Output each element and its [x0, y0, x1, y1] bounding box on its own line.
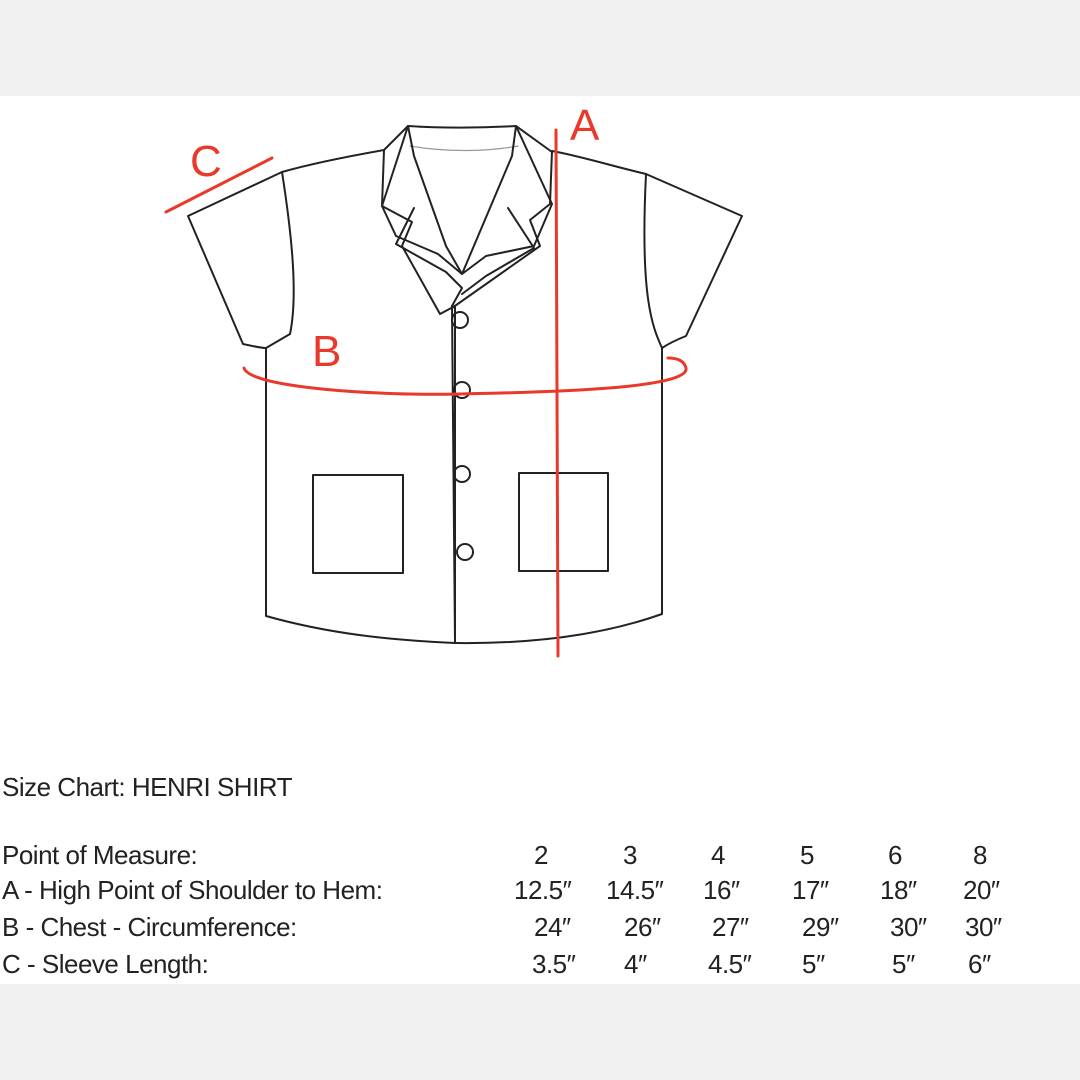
header-label: Point of Measure: [2, 840, 198, 870]
size-header: 4 [711, 840, 725, 870]
button [453, 465, 471, 483]
measure-value: 17″ [792, 875, 829, 905]
row-label: B - Chest - Circumference: [2, 912, 297, 942]
measure-value: 26″ [624, 912, 661, 942]
size-chart-title: Size Chart: HENRI SHIRT [2, 772, 292, 802]
measure-value: 20″ [963, 875, 1000, 905]
collar-band [383, 125, 553, 153]
label-a: A [570, 101, 600, 150]
label-c: C [190, 137, 222, 186]
measure-value: 5″ [802, 949, 825, 979]
measure-line-b [242, 356, 688, 396]
left-lapel [395, 207, 463, 307]
label-b: B [312, 327, 341, 376]
size-header: 6 [888, 840, 902, 870]
size-header: 5 [800, 840, 814, 870]
measure-line-a [554, 128, 560, 658]
size-chart-panel: A B C Size Chart: HENRI SHIRT Point of M… [0, 96, 1080, 984]
measure-value: 29″ [802, 912, 839, 942]
measure-value: 27″ [712, 912, 749, 942]
measure-value: 30″ [890, 912, 927, 942]
measure-value: 18″ [880, 875, 917, 905]
row-label: A - High Point of Shoulder to Hem: [2, 875, 383, 905]
size-header: 3 [623, 840, 637, 870]
measure-value: 16″ [703, 875, 740, 905]
measure-value: 4″ [624, 949, 647, 979]
measure-value: 4.5″ [708, 949, 752, 979]
measure-value: 12.5″ [514, 875, 572, 905]
shirt-diagram: A B C [164, 101, 743, 658]
left-collar [381, 125, 463, 275]
measure-value: 3.5″ [532, 949, 576, 979]
size-header: 2 [534, 840, 548, 870]
button [456, 543, 474, 561]
row-label: C - Sleeve Length: [2, 949, 209, 979]
left-pocket [312, 474, 404, 574]
measure-value: 5″ [892, 949, 915, 979]
right-lapel [461, 207, 535, 295]
size-header: 8 [973, 840, 987, 870]
right-sleeve [645, 173, 743, 349]
right-collar [461, 125, 553, 275]
shirt-body-left [265, 149, 456, 644]
left-sleeve [187, 171, 283, 349]
measure-value: 30″ [965, 912, 1002, 942]
button [451, 311, 469, 329]
button [453, 381, 471, 399]
collar-back-line [409, 145, 519, 152]
shirt-body-right [451, 150, 663, 645]
right-pocket [518, 472, 609, 572]
measure-value: 14.5″ [606, 875, 664, 905]
measure-value: 6″ [968, 949, 991, 979]
measure-line-c [164, 156, 274, 214]
measure-value: 24″ [534, 912, 571, 942]
